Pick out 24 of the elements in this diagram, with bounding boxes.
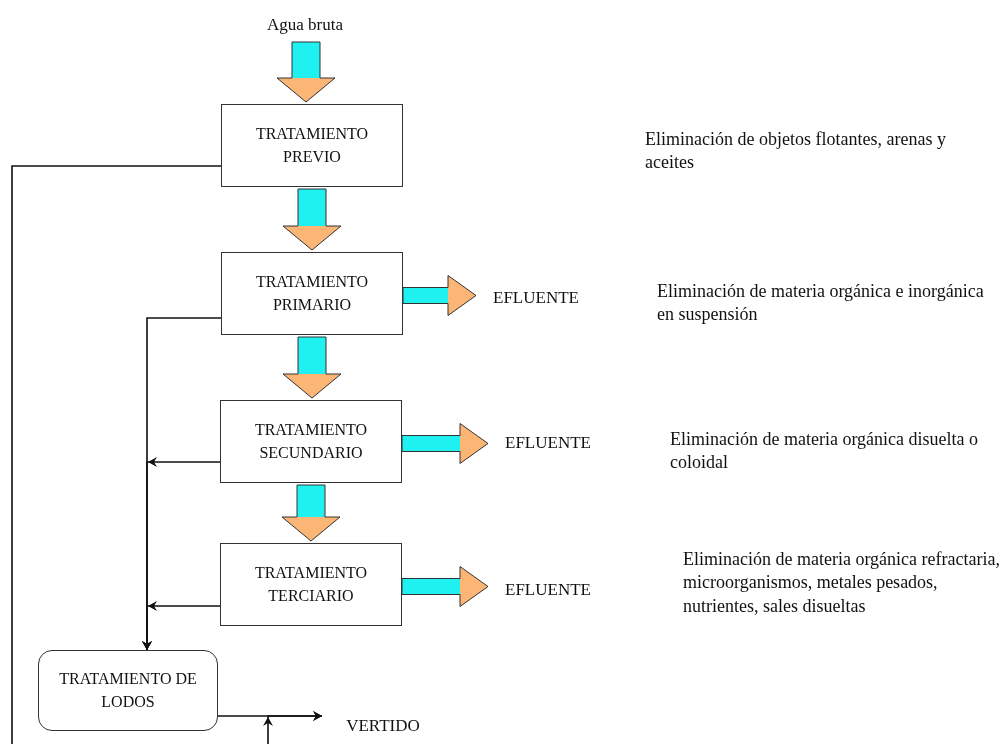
description-text: Eliminación de materia orgánica refractaria, microorganismos, metales pesados, nutrientes, sales disueltas — [683, 548, 1001, 618]
arrow — [142, 601, 221, 651]
process-box: TRATAMIENTO TERCIARIO — [220, 543, 402, 626]
block-arrow — [401, 423, 489, 464]
arrow — [263, 711, 323, 744]
block-arrow — [276, 41, 336, 103]
block-arrow — [401, 566, 489, 607]
process-box: TRATAMIENTO PRIMARIO — [221, 252, 403, 335]
connector-line — [11, 165, 222, 744]
process-box: TRATAMIENTO PREVIO — [221, 104, 403, 187]
block-arrow — [282, 188, 342, 251]
process-box: TRATAMIENTO SECUNDARIO — [220, 400, 402, 483]
description-text: Eliminación de materia orgánica disuelta o coloidal — [670, 428, 980, 475]
flow-label: VERTIDO — [338, 712, 428, 740]
description-text: Eliminación de objetos flotantes, arenas y aceites — [645, 128, 947, 175]
flow-label: Agua bruta — [245, 10, 365, 40]
block-arrow — [281, 484, 341, 542]
description-text: Eliminación de materia orgánica e inorgánica en suspensión — [657, 280, 985, 327]
flow-label: EFLUENTE — [486, 284, 586, 312]
block-arrow — [402, 275, 477, 316]
block-arrow — [282, 336, 342, 399]
process-box: TRATAMIENTO DE LODOS — [38, 650, 218, 731]
flow-label: EFLUENTE — [498, 576, 598, 604]
flow-label: EFLUENTE — [498, 429, 598, 457]
